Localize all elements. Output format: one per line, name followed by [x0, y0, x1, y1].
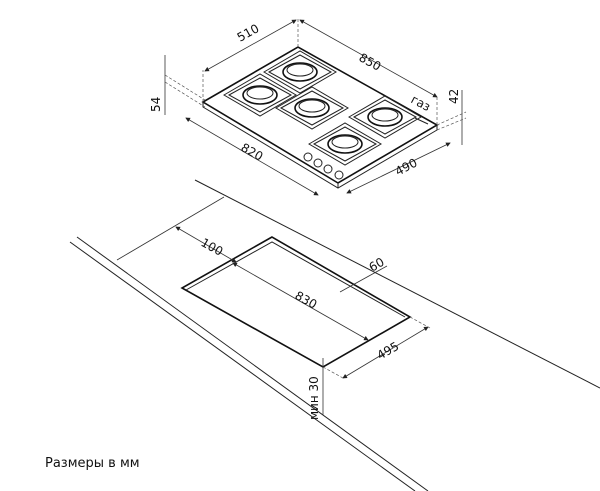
dim-495: 495 — [375, 339, 402, 363]
dim-820: 820 — [239, 140, 266, 163]
dim-min-30: мин 30 — [307, 376, 321, 420]
dim-54: 54 — [149, 97, 163, 112]
dim-850: 850 — [357, 50, 384, 73]
countertop — [69, 179, 600, 491]
gas-connector — [414, 117, 429, 125]
dim-60: 60 — [367, 255, 387, 275]
hob-dimensions: 510 850 54 42 820 490 газ — [149, 18, 467, 196]
caption: Размеры в мм — [45, 456, 140, 471]
burner — [348, 95, 422, 139]
dim-490: 490 — [393, 156, 420, 179]
dim-100: 100 — [199, 235, 226, 258]
dim-830: 830 — [293, 288, 320, 311]
burner — [275, 86, 349, 130]
burner — [263, 50, 337, 94]
cutout-dimensions: 100 830 60 495 мин 30 — [175, 226, 431, 420]
dim-42: 42 — [447, 89, 461, 104]
dim-510: 510 — [235, 21, 262, 44]
burner — [223, 73, 297, 117]
